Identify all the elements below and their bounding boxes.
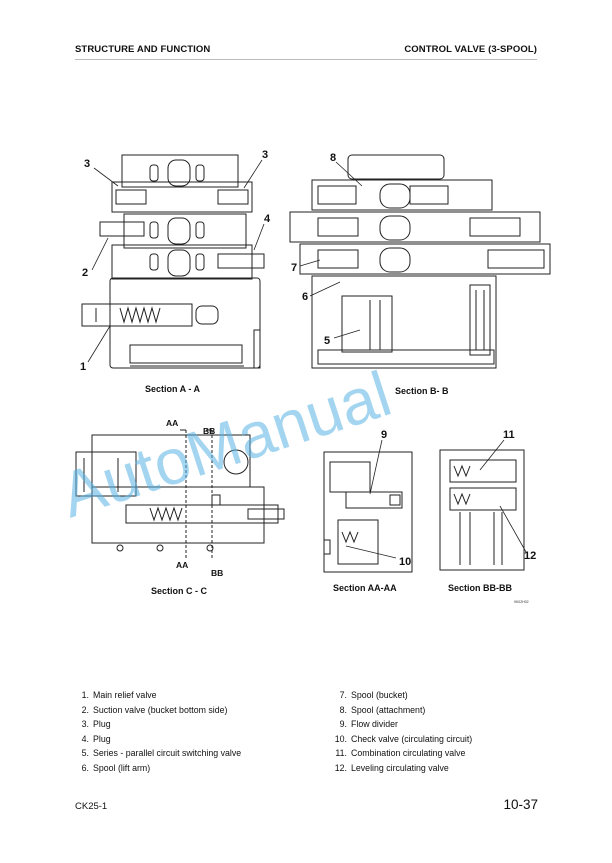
legend-left-column: 1.Main relief valve 2.Suction valve (buc…: [76, 688, 241, 776]
legend-item: 9.Flow divider: [339, 719, 398, 730]
leader-lines: [87, 159, 527, 559]
header-section-title: STRUCTURE AND FUNCTION: [75, 44, 211, 55]
callout-2: 2: [82, 267, 88, 279]
legend-item: 5.Series - parallel circuit switching va…: [81, 748, 242, 759]
caption-section-b-b: Section B- B: [395, 386, 449, 396]
callout-3-right: 3: [262, 149, 268, 161]
legend-item: 6.Spool (lift arm): [81, 762, 151, 773]
callout-1: 1: [80, 361, 86, 373]
caption-section-c-c: Section C - C: [151, 586, 208, 596]
section-bb-bb-drawing: [439, 449, 525, 571]
callout-10: 10: [399, 556, 411, 568]
legend-item: 3.Plug: [81, 719, 111, 730]
callout-6: 6: [302, 291, 308, 303]
header-rule: [75, 59, 537, 60]
drawing-code: 9K02H02: [514, 600, 529, 604]
section-b-b-drawing: [289, 154, 551, 369]
legend-item: 7.Spool (bucket): [339, 690, 408, 700]
footer-model: CK25-1: [75, 801, 108, 812]
legend-item: 4.Plug: [81, 733, 111, 744]
callout-4: 4: [264, 213, 271, 225]
section-aa-aa-drawing: [323, 451, 413, 573]
callout-7: 7: [291, 262, 297, 274]
control-valve-figure: AA BB AA BB 3 3 4 2 1 8 7 6 5 9 10 11 12…: [52, 149, 551, 604]
legend-item: 10.Check valve (circulating circuit): [334, 733, 473, 744]
cut-marker-aa-top: AA: [166, 418, 178, 428]
legend-item: 11.Combination circulating valve: [335, 748, 466, 759]
legend-item: 12.Leveling circulating valve: [334, 762, 449, 773]
legend-item: 1.Main relief valve: [81, 690, 157, 700]
cut-marker-bb-bottom: BB: [211, 568, 223, 578]
cut-marker-aa-bottom: AA: [176, 560, 188, 570]
header-component-title: CONTROL VALVE (3-SPOOL): [404, 44, 537, 55]
callout-12: 12: [524, 550, 536, 562]
legend-right-column: 7.Spool (bucket) 8.Spool (attachment) 9.…: [334, 688, 472, 776]
caption-section-a-a: Section A - A: [145, 384, 201, 394]
caption-section-aa-aa: Section AA-AA: [333, 583, 397, 593]
legend-item: 2.Suction valve (bucket bottom side): [81, 704, 228, 715]
legend-item: 8.Spool (attachment): [339, 704, 426, 715]
footer-page-number: 10-37: [503, 797, 538, 812]
callout-5: 5: [324, 335, 330, 347]
section-a-a-drawing: [81, 154, 265, 369]
callout-3-left: 3: [84, 158, 90, 170]
callout-11: 11: [503, 429, 515, 441]
callout-9: 9: [381, 429, 387, 441]
cut-marker-bb-top: BB: [203, 426, 215, 436]
caption-section-bb-bb: Section BB-BB: [448, 583, 513, 593]
callout-8: 8: [330, 152, 336, 164]
section-c-c-drawing: [75, 429, 285, 560]
